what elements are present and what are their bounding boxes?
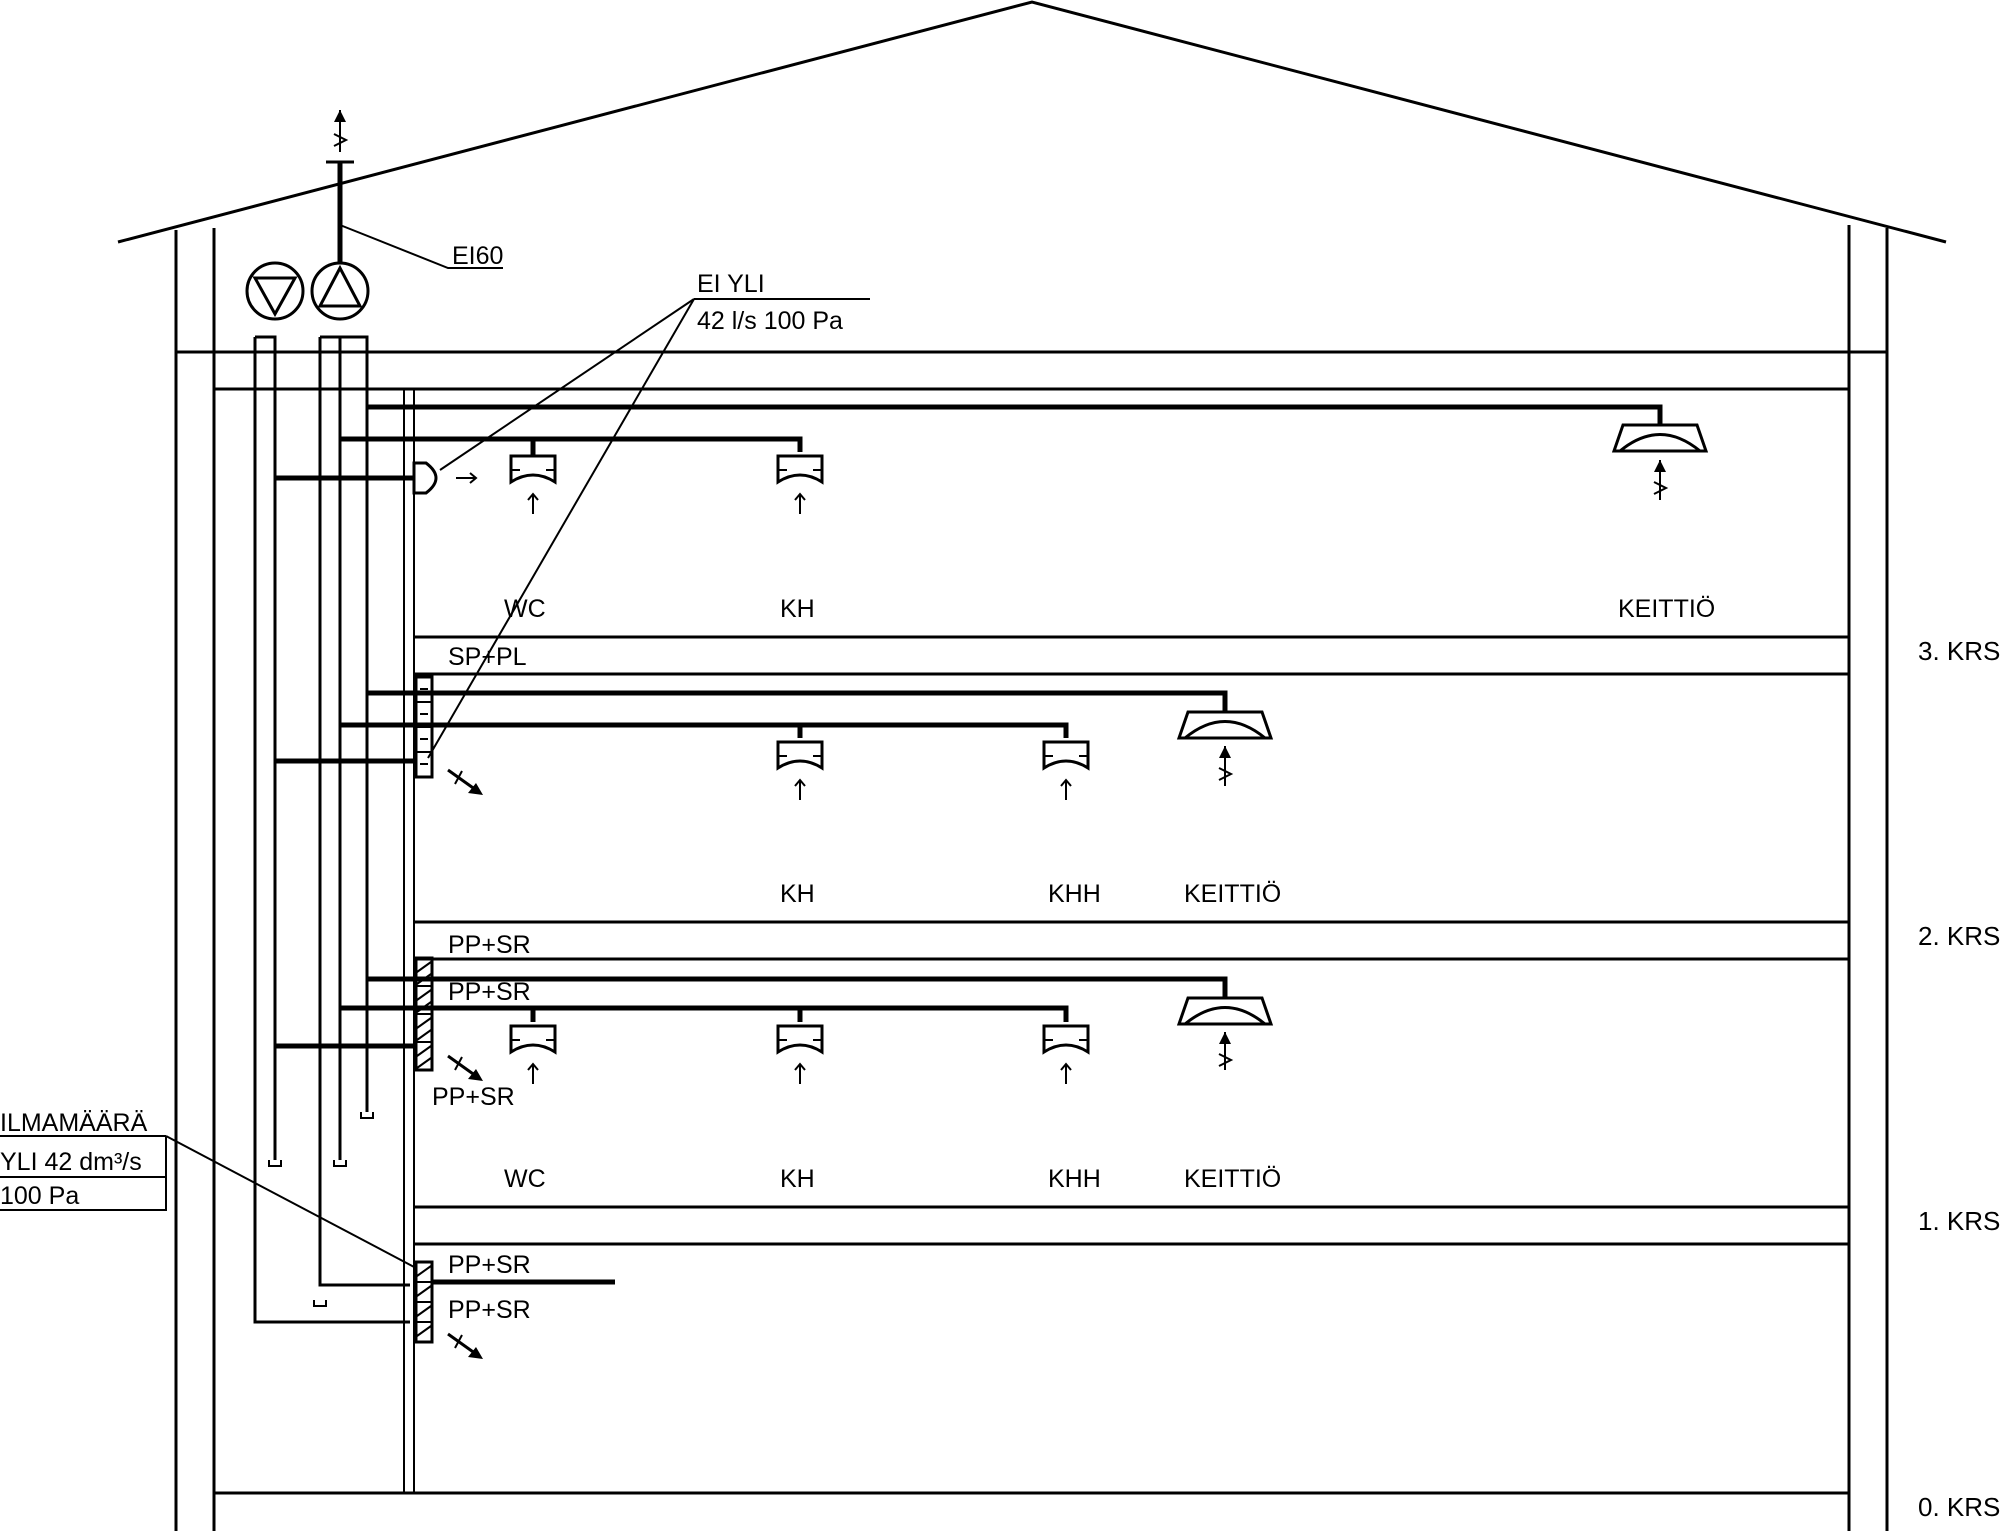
room-label-f3-kh: KH [780,595,815,623]
supply-fan-icon [245,261,305,321]
kitchen-hood-2-icon [1176,710,1274,786]
room-label-f2-kh: KH [780,880,815,908]
ei-yli-leader-1 [439,298,695,471]
exhaust-valve-kh-2-icon [776,740,824,800]
ei-yli-leader-2 [427,298,695,759]
air-quantity-pressure: 100 Pa [0,1182,79,1210]
floor-label-2: 2. KRS [1918,921,2000,951]
exhaust-outlet-arrow-icon [333,110,349,152]
air-quantity-value: YLI 42 dm³/s [0,1148,142,1176]
transfer-arrow-f1-icon [447,1054,483,1081]
air-quantity-leader [165,1135,417,1269]
ei-yli-value: 42 l/s 100 Pa [697,307,843,335]
air-quantity-note: ILMAMÄÄRÄ YLI 42 dm³/s 100 Pa [0,1109,417,1269]
room-label-f1-keittio: KEITTIÖ [1184,1165,1281,1193]
kitchen-hood-3-icon [1611,423,1709,500]
exhaust-valve-khh-1-icon [1042,1024,1090,1084]
room-label-f3-keittio: KEITTIÖ [1618,595,1715,623]
exhaust-valve-wc-3-icon [509,450,557,514]
kitchen-hood-1-icon [1176,996,1274,1070]
damper-label-f2-pp-sr-b: PP+SR [448,978,531,1006]
damper-label-f0-pp-sr-a: PP+SR [448,1251,531,1279]
exhaust-fan-icon [310,261,370,321]
ei-yli-label: EI YLI [697,270,765,298]
floor-3-ducts [275,404,1663,481]
exhaust-valve-kh-1-icon [776,1024,824,1084]
fire-damper-f1-icon [414,956,434,1072]
ei60-leader [339,224,503,269]
room-label-f3-wc: WC [504,595,546,623]
damper-label-f1-pp-sr: PP+SR [432,1083,515,1111]
floor-label-3: 3. KRS [1918,636,2000,666]
room-label-f2-keittio: KEITTIÖ [1184,880,1281,908]
damper-label-f3-sp-pl: SP+PL [448,643,527,671]
floor-2-ducts [275,690,1228,764]
room-label-f2-khh: KHH [1048,880,1101,908]
air-quantity-label: ILMAMÄÄRÄ [0,1109,148,1137]
floor-1-ducts [275,976,1228,1049]
transfer-air-device-icon [412,461,478,495]
transfer-arrow-f2-icon [447,768,483,795]
exhaust-valve-khh-2-icon [1042,740,1090,800]
room-label-f1-wc: WC [504,1165,546,1193]
floor-label-1: 1. KRS [1918,1206,2000,1236]
transfer-arrow-f0-icon [447,1332,483,1359]
room-label-f1-khh: KHH [1048,1165,1101,1193]
exhaust-valve-kh-3-icon [776,454,824,514]
damper-label-f2-pp-sr-a: PP+SR [448,931,531,959]
damper-label-f0-pp-sr-b: PP+SR [448,1296,531,1324]
ei60-label: EI60 [452,242,503,270]
fire-damper-f0-icon [414,1260,434,1344]
vertical-ducts [253,335,410,1324]
floor-label-0: 0. KRS [1918,1492,2000,1522]
exhaust-valve-wc-1-icon [509,1024,557,1084]
fire-damper-f2-icon [414,675,434,779]
roof-line [117,0,1947,244]
room-label-f1-kh: KH [780,1165,815,1193]
building-outline [117,0,1947,1531]
